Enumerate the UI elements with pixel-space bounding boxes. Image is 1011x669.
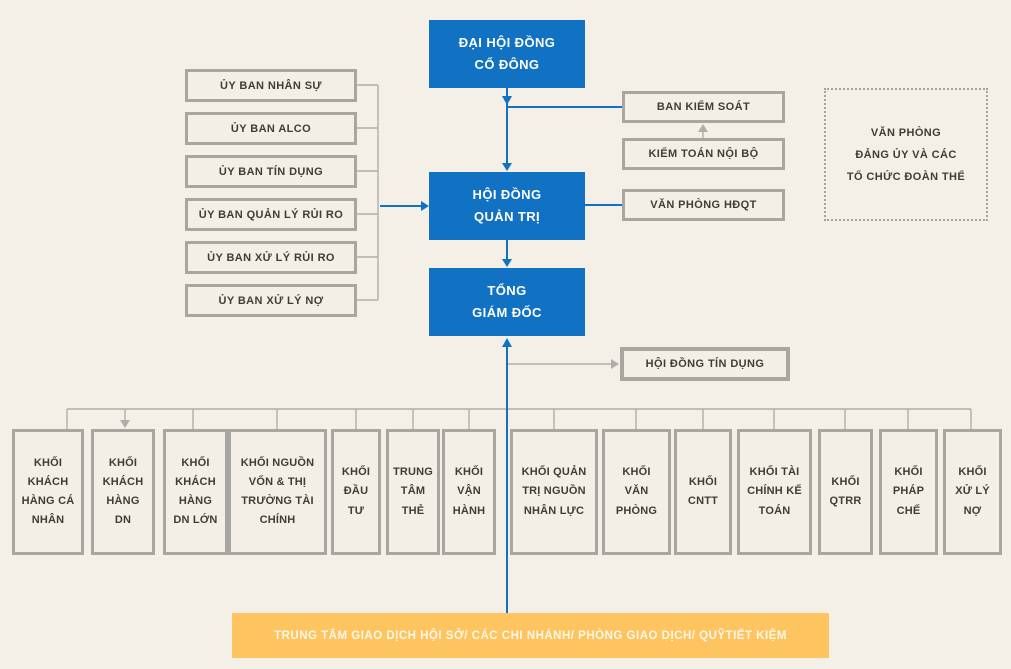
node-division-it: KHỐI CNTT (674, 429, 732, 555)
node-division-card-center: TRUNG TÂM THẺ (386, 429, 440, 555)
node-division-finance-accounting: KHỐI TÀI CHÍNH KẾ TOÁN (737, 429, 812, 555)
node-transaction-network-bar: TRUNG TÂM GIAO DỊCH HỘI SỞ/ CÁC CHI NHÁN… (232, 613, 829, 658)
node-division-risk-management: KHỐI QTRR (818, 429, 873, 555)
arrow-down-icon (502, 163, 512, 171)
node-committee-risk-management: ỦY BAN QUẢN LÝ RỦI RO (185, 198, 357, 231)
arrow-down-icon (502, 259, 512, 267)
node-committee-debt-resolution: ỦY BAN XỬ LÝ NỢ (185, 284, 357, 317)
node-general-director: TỔNG GIÁM ĐỐC (429, 268, 585, 336)
node-board-of-directors: HỘI ĐỒNG QUẢN TRỊ (429, 172, 585, 240)
node-committee-credit: ỦY BAN TÍN DỤNG (185, 155, 357, 188)
arrow-up-icon (698, 124, 708, 132)
node-division-retail-customers: KHỐI KHÁCH HÀNG CÁ NHÂN (12, 429, 84, 555)
node-division-office: KHỐI VĂN PHÒNG (602, 429, 671, 555)
node-committee-hr: ỦY BAN NHÂN SỰ (185, 69, 357, 102)
node-division-human-resources: KHỐI QUẢN TRỊ NGUỒN NHÂN LỰC (510, 429, 598, 555)
node-committee-alco: ỦY BAN ALCO (185, 112, 357, 145)
arrow-up-icon (502, 338, 512, 347)
node-supervisory-board: BAN KIỂM SOÁT (622, 91, 785, 123)
node-division-sme-customers: KHỐI KHÁCH HÀNG DN (91, 429, 155, 555)
arrow-right-icon (611, 359, 619, 369)
node-shareholders-meeting: ĐẠI HỘI ĐỒNG CỔ ĐÔNG (429, 20, 585, 88)
node-division-operations: KHỐI VẬN HÀNH (442, 429, 496, 555)
arrow-down-icon (120, 420, 130, 428)
node-party-union-office: VĂN PHÒNG ĐẢNG ỦY VÀ CÁC TỔ CHỨC ĐOÀN TH… (824, 88, 988, 221)
node-division-large-corporate-customers: KHỐI KHÁCH HÀNG DN LỚN (163, 429, 228, 555)
node-division-investment: KHỐI ĐẦU TƯ (331, 429, 381, 555)
node-board-office: VĂN PHÒNG HĐQT (622, 189, 785, 221)
node-division-treasury-financial-markets: KHỐI NGUỒN VỐN & THỊ TRƯỜNG TÀI CHÍNH (228, 429, 327, 555)
node-internal-audit: KIỂM TOÁN NỘI BỘ (622, 138, 785, 170)
node-division-debt-resolution: KHỐI XỬ LÝ NỢ (943, 429, 1002, 555)
node-division-legal: KHỐI PHÁP CHẾ (879, 429, 938, 555)
arrow-down-icon (502, 96, 512, 105)
node-committee-risk-resolution: ỦY BAN XỬ LÝ RỦI RO (185, 241, 357, 274)
node-credit-council: HỘI ĐỒNG TÍN DỤNG (620, 347, 790, 381)
arrow-right-icon (421, 201, 429, 211)
